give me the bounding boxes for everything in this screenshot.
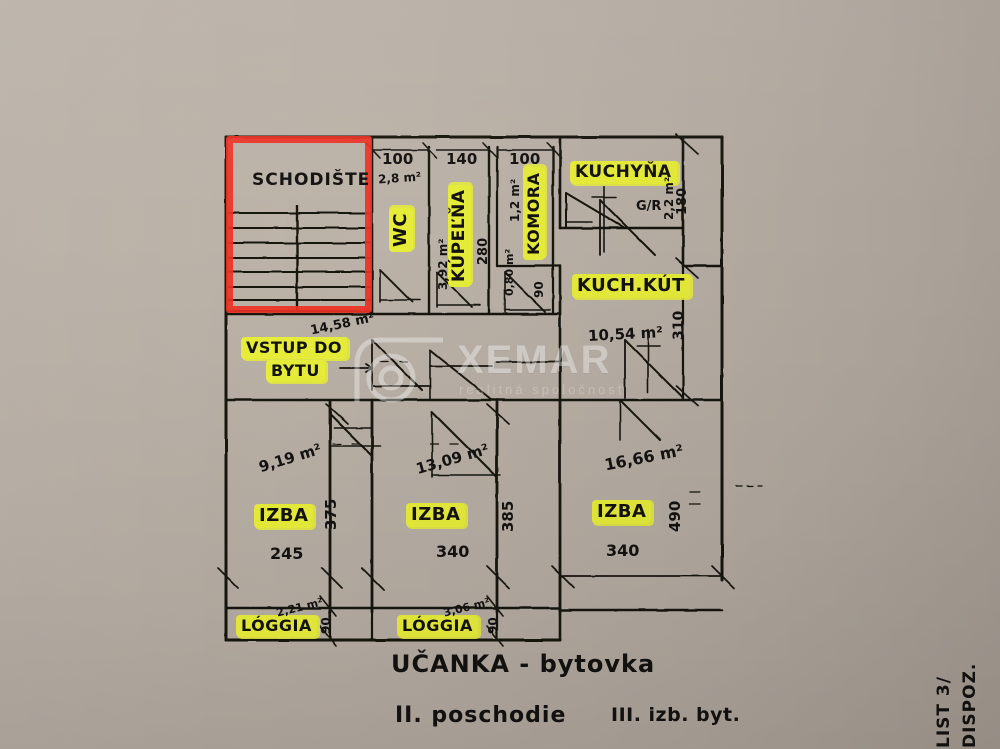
caption-line-1: UČANKA - bytovka bbox=[391, 650, 656, 678]
caption-line-2: II. poschodie bbox=[395, 703, 567, 728]
room-label-izba-3: IZBA bbox=[594, 502, 650, 522]
room-label-loggia-2: LÓGGIA bbox=[399, 617, 476, 635]
dimension-izba-3-height: 490 bbox=[666, 500, 684, 532]
dimension-top-1: 100 bbox=[382, 150, 414, 168]
dimension-izba-2-height: 385 bbox=[499, 500, 517, 532]
area-komora: 1,2 m² bbox=[508, 178, 522, 222]
room-label-vstup-line2: BYTU bbox=[268, 362, 323, 380]
area-kuchyna: 2,2 m² bbox=[662, 176, 676, 220]
dimension-izba-1-height: 375 bbox=[322, 498, 340, 530]
room-label-loggia-1: LÓGGIA bbox=[238, 617, 315, 635]
area-wc: 2,8 m² bbox=[377, 169, 422, 187]
area-kuch-kut: 10,54 m² bbox=[587, 323, 664, 345]
dimension-kupelna-width: 280 bbox=[476, 237, 491, 265]
dimension-izba-3-width: 340 bbox=[606, 541, 640, 560]
dimension-loggia-1-depth: 90 bbox=[319, 617, 333, 634]
dimension-loggia-2-depth: 90 bbox=[486, 617, 500, 634]
area-kupelna: 3,92 m² bbox=[436, 238, 450, 290]
label-gr: G/R bbox=[636, 199, 662, 214]
dimension-komora-sub: 90 bbox=[532, 281, 546, 298]
stairs-hatching bbox=[228, 205, 372, 313]
red-highlight-rectangle-stairwell bbox=[226, 136, 372, 313]
dimension-kuchyna-height: 180 bbox=[675, 187, 690, 215]
area-komora-sub: 0,80 m² bbox=[503, 248, 516, 296]
room-label-komora: KOMORA bbox=[524, 169, 543, 258]
dimension-top-3: 100 bbox=[509, 150, 541, 168]
dimension-kuch-kut-height: 310 bbox=[671, 310, 687, 340]
room-label-schodiste: SCHODIŠTE bbox=[252, 170, 371, 190]
margin-note-line-1: DISPOZ. bbox=[960, 662, 980, 748]
caption-line-3: III. izb. byt. bbox=[611, 704, 741, 726]
room-label-wc: WC bbox=[390, 209, 411, 250]
room-label-izba-1: IZBA bbox=[256, 506, 312, 526]
room-label-kupelna: KÚPEĽŇA bbox=[449, 186, 469, 285]
room-label-izba-2: IZBA bbox=[408, 505, 464, 525]
room-label-kuch-kut: KUCH.KÚT bbox=[574, 276, 688, 296]
margin-note-line-2: LIST 3/ bbox=[934, 676, 954, 748]
dimension-top-2: 140 bbox=[446, 150, 478, 168]
room-label-kuchyna: KUCHYŇA bbox=[572, 163, 675, 182]
dimension-izba-2-width: 340 bbox=[436, 542, 470, 561]
room-label-vstup-line1: VSTUP DO bbox=[243, 339, 345, 357]
dimension-izba-1-width: 245 bbox=[270, 544, 304, 563]
